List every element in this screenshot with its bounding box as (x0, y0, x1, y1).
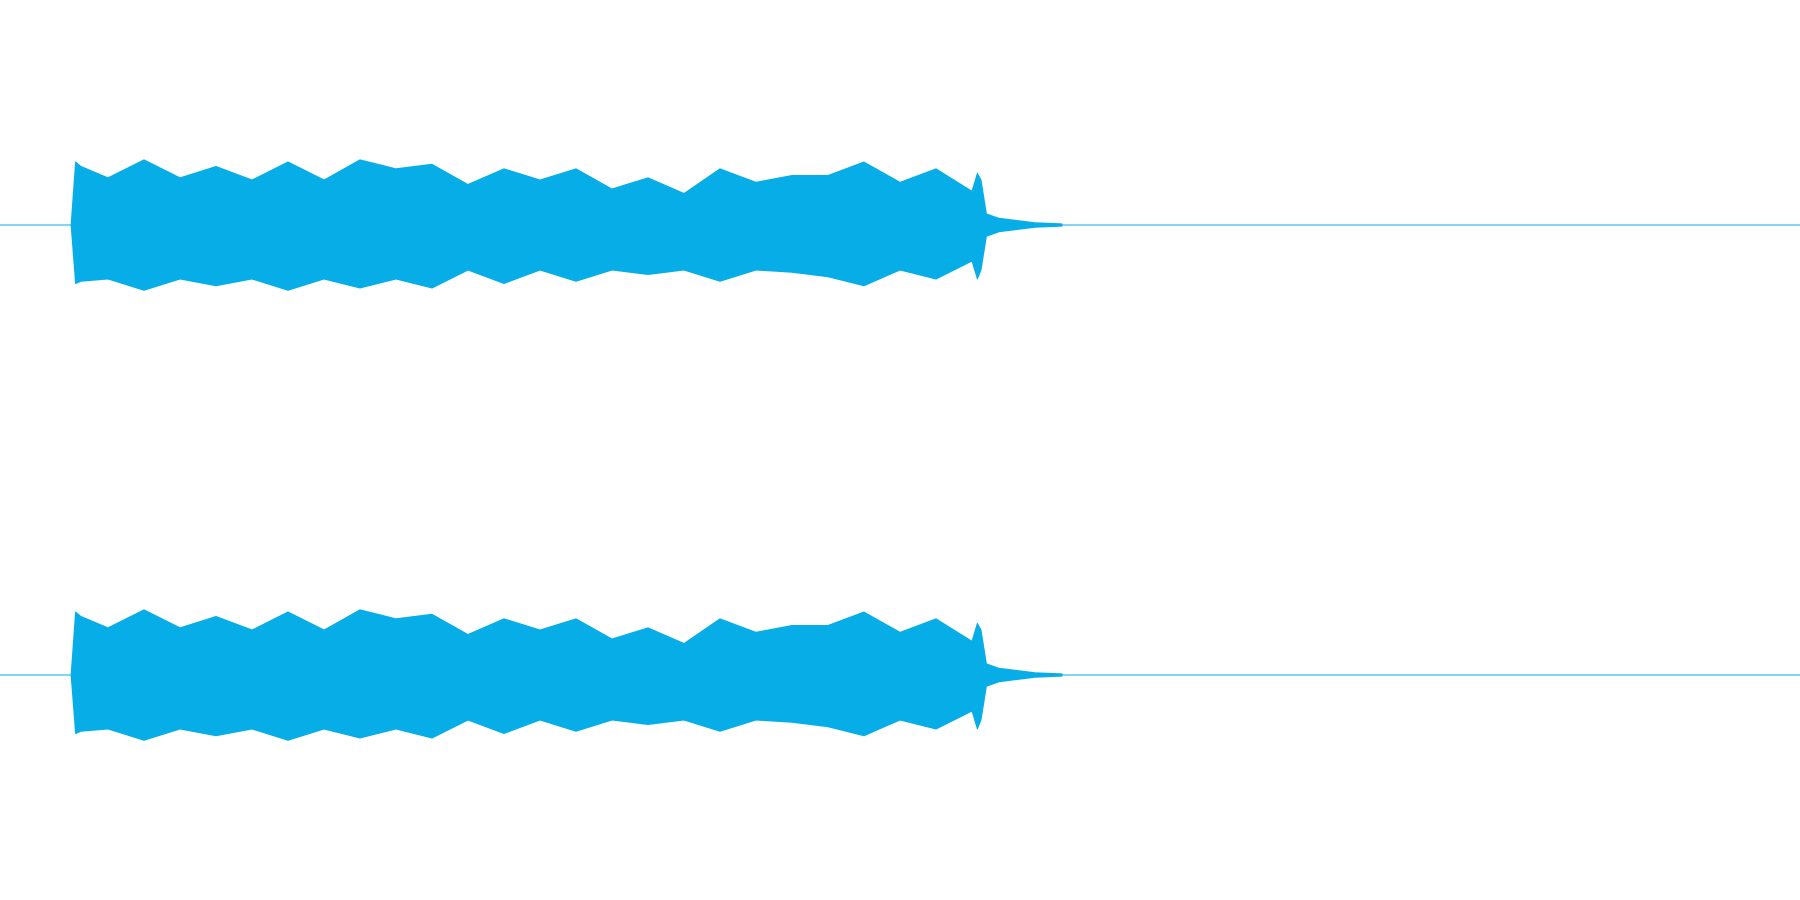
channel-2-waveform (70, 609, 1063, 741)
channel-1-waveform (70, 159, 1063, 291)
channel-2 (0, 609, 1800, 741)
channel-1 (0, 159, 1800, 291)
